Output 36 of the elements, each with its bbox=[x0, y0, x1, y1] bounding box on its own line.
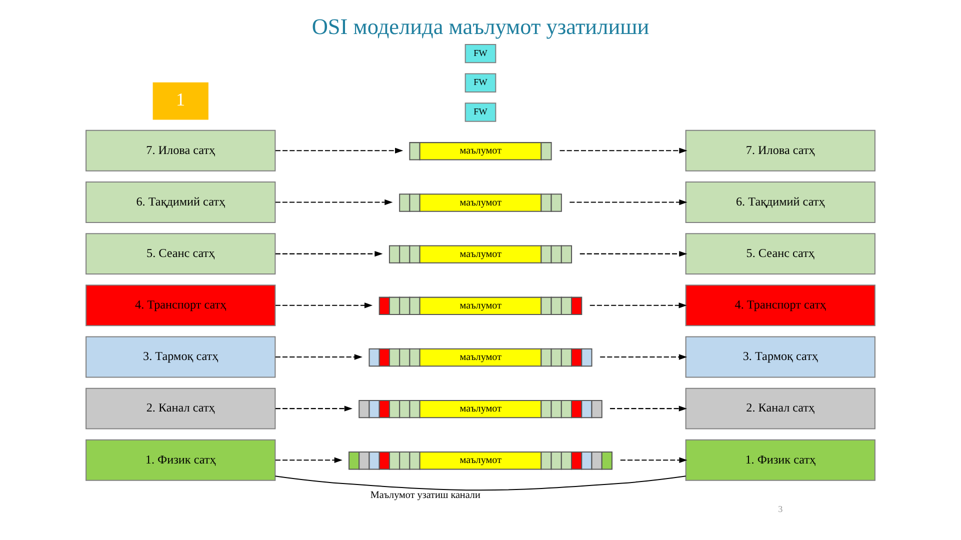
label: 1 bbox=[176, 90, 186, 110]
arrow bbox=[590, 302, 687, 308]
node-box: 3. Тармоқ сатҳ bbox=[685, 336, 876, 378]
connector bbox=[275, 476, 686, 491]
node-box: 2. Канал сатҳ bbox=[86, 388, 276, 430]
arrow bbox=[610, 406, 687, 412]
arrow bbox=[580, 250, 688, 257]
node-box: 3. Тармоқ сатҳ bbox=[86, 336, 276, 378]
node-box: 6. Тақдимий сатҳ bbox=[685, 182, 876, 223]
label: 3 bbox=[778, 504, 783, 514]
node-box: FW bbox=[464, 102, 496, 122]
arrow bbox=[620, 457, 688, 463]
edge-label: Маълумот узатиш канали bbox=[370, 490, 480, 502]
node-box: 7. Илова сатҳ bbox=[86, 130, 276, 172]
node-box: FW bbox=[464, 73, 496, 92]
node-box: 6. Тақдимий сатҳ bbox=[86, 182, 276, 223]
node-box: 1. Физик сатҳ bbox=[685, 439, 876, 481]
node-box: 5. Сеанс сатҳ bbox=[86, 233, 276, 275]
arrow bbox=[275, 199, 393, 206]
node-box: 5. Сеанс сатҳ bbox=[685, 233, 876, 275]
arrow bbox=[600, 354, 688, 360]
arrow bbox=[275, 354, 362, 360]
node-box: 4. Транспорт сатҳ bbox=[685, 284, 876, 326]
arrow bbox=[275, 406, 352, 412]
arrow bbox=[570, 199, 688, 206]
diagram-title: OSI моделида маълумот узатилиши bbox=[312, 14, 650, 39]
node-box: FW bbox=[464, 44, 496, 64]
node-box: 1. Физик сатҳ bbox=[86, 439, 276, 481]
arrow bbox=[275, 457, 342, 463]
node-box: 4. Транспорт сатҳ bbox=[86, 284, 276, 326]
arrow bbox=[275, 250, 383, 257]
arrow bbox=[275, 148, 404, 154]
arrow bbox=[560, 148, 688, 154]
node-box: 7. Илова сатҳ bbox=[685, 130, 876, 172]
arrow bbox=[275, 302, 373, 308]
node-box: 2. Канал сатҳ bbox=[685, 388, 876, 430]
